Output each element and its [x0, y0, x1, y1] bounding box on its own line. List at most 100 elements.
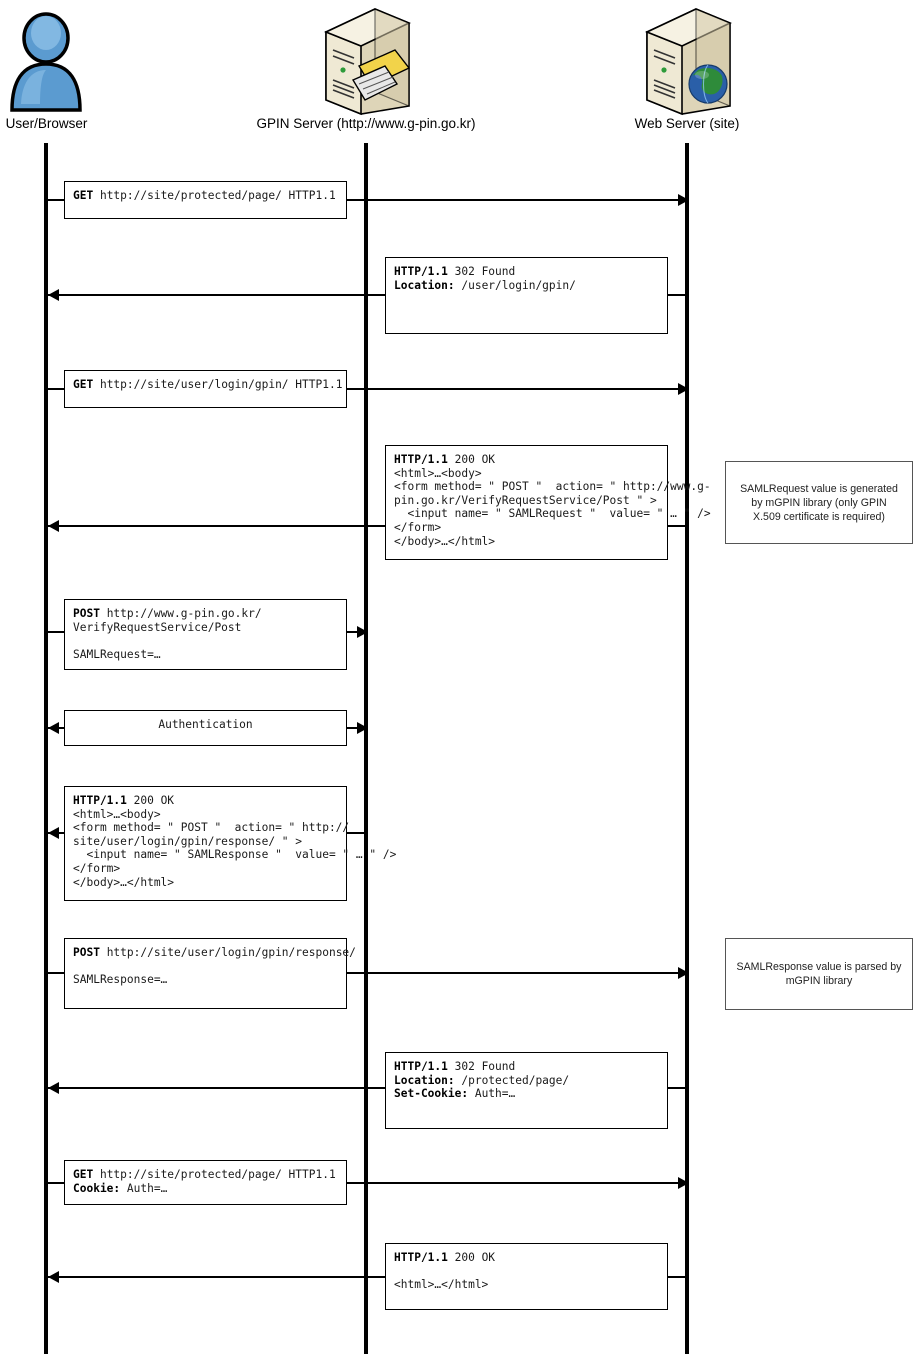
msg-redirect-to-protected-page-with-cookie-line-right [668, 1087, 689, 1089]
message-keyword: HTTP/1.1 [394, 265, 448, 278]
message-box-post-samlresponse-to-site[interactable]: POST http://site/user/login/gpin/respons… [64, 938, 356, 1009]
lifeline-gpin-server [364, 143, 368, 1354]
arrowhead-right-authentication-exchange [357, 722, 368, 734]
arrowhead-left-protected-page-content [48, 1271, 59, 1283]
message-box-get-gpin-login-page[interactable]: GET http://site/user/login/gpin/ HTTP1.1 [64, 370, 347, 408]
message-line: <input name= " SAMLResponse " value= " …… [73, 848, 397, 862]
msg-post-samlrequest-to-gpin-line-left [48, 631, 64, 633]
message-line: <html>…</html> [394, 1278, 489, 1292]
note-samlresponse-parsing-text: SAMLResponse value is parsed by mGPIN li… [736, 961, 902, 987]
arrowhead-left-redirect-to-gpin-login [48, 289, 59, 301]
message-box-protected-page-content[interactable]: HTTP/1.1 200 OK <html>…</html> [385, 1243, 668, 1310]
lifeline-user [44, 143, 48, 1354]
message-keyword: HTTP/1.1 [394, 453, 448, 466]
msg-post-samlresponse-to-site-line-right [347, 972, 689, 974]
actor-web-server: Web Server (site) [567, 6, 807, 131]
message-text-get-protected-page: GET http://site/protected/page/ HTTP1.1 [65, 182, 346, 210]
message-line: GET http://site/protected/page/ HTTP1.1 [73, 189, 336, 202]
message-line [394, 1265, 659, 1279]
lifeline-web-server [685, 143, 689, 1354]
message-line: </body>…</html> [73, 875, 175, 889]
arrowhead-left-login-page-with-samlrequest-form [48, 520, 59, 532]
actor-web-server-label: Web Server (site) [634, 116, 740, 131]
message-line: </form> [394, 520, 442, 534]
msg-login-page-with-samlrequest-form-line-right [668, 525, 689, 527]
note-samlrequest-generation[interactable]: SAMLRequest value is generated by mGPIN … [725, 461, 913, 544]
note-samlresponse-parsing[interactable]: SAMLResponse value is parsed by mGPIN li… [725, 938, 913, 1010]
message-text-authentication-exchange: Authentication [65, 711, 346, 739]
message-line: <html>…<body> [73, 807, 161, 821]
message-line: POST http://site/user/login/gpin/respons… [73, 946, 356, 959]
msg-redirect-to-gpin-login-line-right [668, 294, 689, 296]
server-pen-icon [206, 6, 526, 116]
message-text-post-samlresponse-to-site: POST http://site/user/login/gpin/respons… [65, 939, 356, 994]
message-line: HTTP/1.1 200 OK [394, 453, 496, 466]
msg-get-protected-page-with-cookie-line-right [347, 1182, 689, 1184]
message-keyword: Set-Cookie: [394, 1087, 469, 1101]
msg-redirect-to-gpin-login-line-left [48, 294, 385, 296]
message-box-get-protected-page[interactable]: GET http://site/protected/page/ HTTP1.1 [64, 181, 347, 219]
message-keyword: GET [73, 189, 94, 202]
message-line: HTTP/1.1 200 OK [394, 1251, 496, 1264]
message-line: POST http://www.g-pin.go.kr/ [73, 607, 262, 620]
message-line: GET http://site/user/login/gpin/ HTTP1.1 [73, 378, 343, 391]
message-line: HTTP/1.1 302 Found [394, 1060, 516, 1073]
message-box-login-page-with-samlrequest-form[interactable]: HTTP/1.1 200 OK<html>…<body><form method… [385, 445, 711, 560]
message-keyword: Location: [394, 1073, 455, 1087]
arrowhead-left-authentication-exchange [48, 722, 59, 734]
message-line: SAMLRequest=… [73, 647, 161, 661]
user-avatar-icon [0, 6, 93, 116]
message-line: <form method= " POST " action= " http:// [73, 821, 350, 835]
message-line: <html>…<body> [394, 466, 482, 480]
message-line: GET http://site/protected/page/ HTTP1.1 [73, 1168, 336, 1181]
arrowhead-left-redirect-to-protected-page-with-cookie [48, 1082, 59, 1094]
msg-redirect-to-protected-page-with-cookie-line-left [48, 1087, 385, 1089]
arrowhead-right-get-gpin-login-page [678, 383, 689, 395]
message-box-authentication-exchange[interactable]: Authentication [64, 710, 347, 746]
msg-get-protected-page-line-left [48, 199, 64, 201]
server-globe-icon [567, 6, 807, 116]
arrowhead-right-get-protected-page-with-cookie [678, 1177, 689, 1189]
message-line: Set-Cookie: Auth=… [394, 1087, 516, 1101]
message-line: Authentication [158, 718, 253, 731]
message-line: Location: /protected/page/ [394, 1073, 570, 1087]
message-line: </form> [73, 861, 121, 875]
message-keyword: POST [73, 607, 100, 620]
msg-login-page-with-samlrequest-form-line-left [48, 525, 385, 527]
message-keyword: GET [73, 1168, 94, 1181]
msg-gpin-response-with-samlresponse-form-line-right [347, 832, 368, 834]
message-keyword: Location: [394, 278, 455, 292]
message-keyword: HTTP/1.1 [394, 1060, 448, 1073]
arrowhead-left-gpin-response-with-samlresponse-form [48, 827, 59, 839]
msg-get-protected-page-with-cookie-line-left [48, 1182, 64, 1184]
message-line: </body>…</html> [394, 534, 496, 548]
message-line: SAMLResponse=… [73, 973, 168, 987]
msg-post-samlresponse-to-site-line-left [48, 972, 64, 974]
arrowhead-right-post-samlresponse-to-site [678, 967, 689, 979]
message-text-post-samlrequest-to-gpin: POST http://www.g-pin.go.kr/VerifyReques… [65, 600, 346, 668]
message-text-get-gpin-login-page: GET http://site/user/login/gpin/ HTTP1.1 [65, 371, 346, 399]
actor-gpin-server: GPIN Server (http://www.g-pin.go.kr) [206, 6, 526, 131]
msg-protected-page-content-line-left [48, 1276, 385, 1278]
note-samlrequest-generation-text: SAMLRequest value is generated by mGPIN … [740, 482, 898, 523]
message-box-post-samlrequest-to-gpin[interactable]: POST http://www.g-pin.go.kr/VerifyReques… [64, 599, 347, 670]
message-box-gpin-response-with-samlresponse-form[interactable]: HTTP/1.1 200 OK<html>…<body><form method… [64, 786, 397, 901]
message-line: Cookie: Auth=… [73, 1181, 168, 1195]
message-line: site/user/login/gpin/response/ " > [73, 834, 303, 848]
message-line: <form method= " POST " action= " http://… [394, 480, 711, 494]
message-text-gpin-response-with-samlresponse-form: HTTP/1.1 200 OK<html>…<body><form method… [65, 787, 397, 896]
message-line: VerifyRequestService/Post [73, 620, 242, 634]
message-keyword: POST [73, 946, 100, 959]
message-line [73, 960, 338, 974]
actor-user-label: User/Browser [5, 116, 88, 131]
message-keyword: Cookie: [73, 1181, 121, 1195]
message-line: <input name= " SAMLRequest " value= " … … [394, 507, 711, 521]
msg-protected-page-content-line-right [668, 1276, 689, 1278]
msg-get-gpin-login-page-line-right [347, 388, 689, 390]
actor-user: User/Browser [0, 6, 93, 131]
message-line: HTTP/1.1 200 OK [73, 794, 175, 807]
